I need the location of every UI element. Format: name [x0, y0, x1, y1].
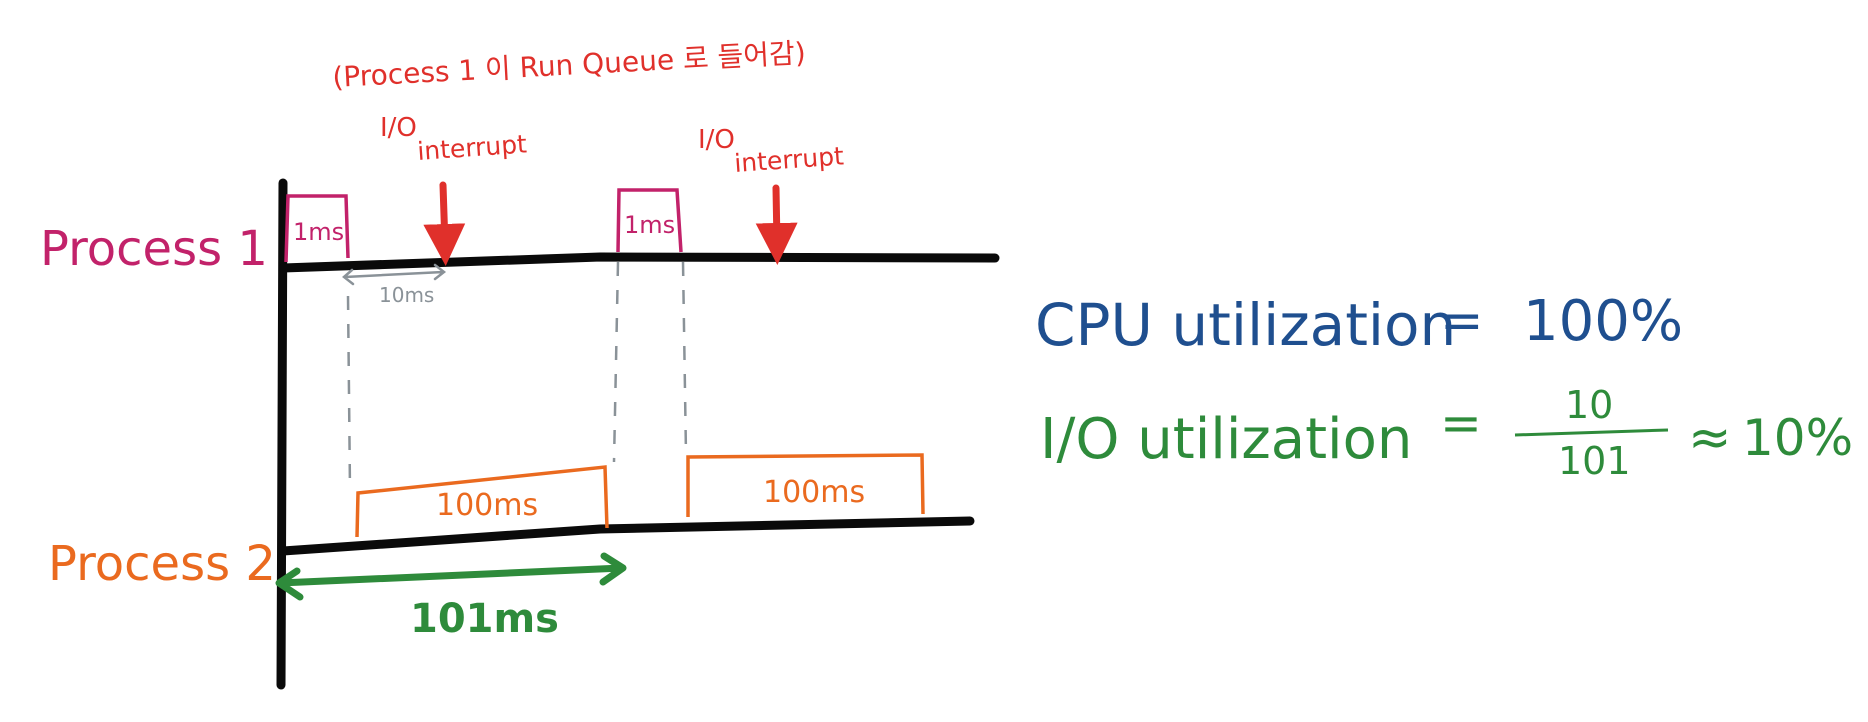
p2-burst-label-1: 100ms	[436, 488, 538, 523]
cpu-utilization-value: 100%	[1523, 289, 1683, 354]
p1-burst-label-1: 1ms	[293, 218, 344, 246]
cycle-arrow	[275, 552, 627, 601]
fraction-bar	[1514, 428, 1669, 437]
process1-label: Process 1	[40, 221, 268, 277]
interrupt-arrow-2	[755, 184, 798, 265]
io-utilization-value: 10%	[1742, 409, 1853, 467]
time-axis-vertical	[276, 178, 288, 690]
p2-burst-box-1	[355, 465, 609, 538]
io-approx: ≈	[1688, 408, 1732, 468]
io-numerator: 10	[1565, 383, 1613, 427]
io-label-2: I/O	[698, 125, 735, 155]
process2-label: Process 2	[48, 536, 276, 592]
p2-burst-box-2	[686, 453, 925, 517]
p1-burst-box-2	[616, 188, 683, 253]
io-equals: =	[1440, 394, 1482, 452]
io-label-1: I/O	[380, 113, 417, 143]
process1-timeline	[278, 252, 1000, 273]
gap-arrow	[342, 263, 447, 286]
interrupt-label-1: interrupt	[416, 129, 528, 166]
p1-burst-box-1	[284, 194, 350, 263]
io-utilization-label: I/O utilization	[1040, 407, 1412, 472]
cpu-equals: =	[1440, 291, 1484, 351]
dashed-guide-3	[681, 261, 688, 456]
interrupt-label-2: interrupt	[733, 141, 845, 178]
gap-label: 10ms	[379, 283, 434, 307]
cpu-utilization-label: CPU utilization	[1035, 291, 1456, 359]
dashed-guide-2	[612, 261, 620, 463]
interrupt-arrow-1	[423, 181, 466, 266]
io-denominator: 101	[1558, 439, 1631, 483]
dashed-guide-1	[346, 295, 352, 491]
p2-burst-label-2: 100ms	[763, 475, 865, 510]
cycle-label: 101ms	[410, 596, 559, 642]
p1-burst-label-2: 1ms	[624, 211, 675, 239]
process2-timeline	[278, 516, 975, 556]
runqueue-note: (Process 1 이 Run Queue 로 들어감)	[332, 36, 807, 94]
